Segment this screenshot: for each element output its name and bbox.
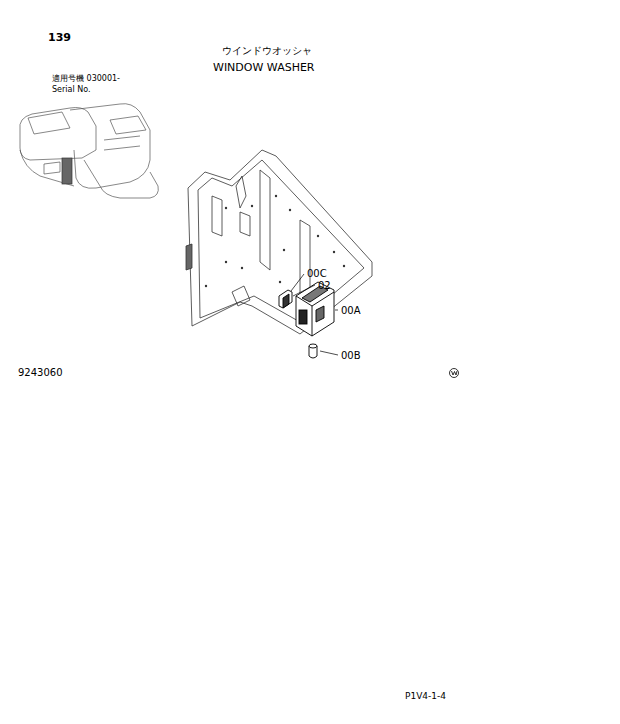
page-number: 139 — [48, 32, 71, 44]
title-japanese: ウインドウオッシャ — [222, 45, 312, 56]
drawing-number: 9243060 — [18, 367, 63, 378]
page-code: P1V4-1-4 — [405, 692, 446, 702]
washer-motor-00B — [309, 344, 317, 358]
page-title: WINDOW WASHER — [213, 62, 315, 74]
serial-label: Serial No. — [52, 86, 90, 95]
bracket-00C — [279, 290, 292, 308]
cab-panel — [186, 150, 372, 334]
callout-number: 00A — [341, 305, 361, 316]
panel-holes — [205, 195, 345, 287]
mark-symbol — [450, 369, 459, 378]
callout-number: 00B — [341, 350, 361, 361]
serial-range: 適用号機 030001- — [52, 75, 120, 84]
callout-number: 00C — [307, 268, 327, 279]
leader-lines — [291, 274, 338, 355]
callout-number: 02 — [318, 280, 331, 291]
machine-sketch — [20, 104, 159, 198]
